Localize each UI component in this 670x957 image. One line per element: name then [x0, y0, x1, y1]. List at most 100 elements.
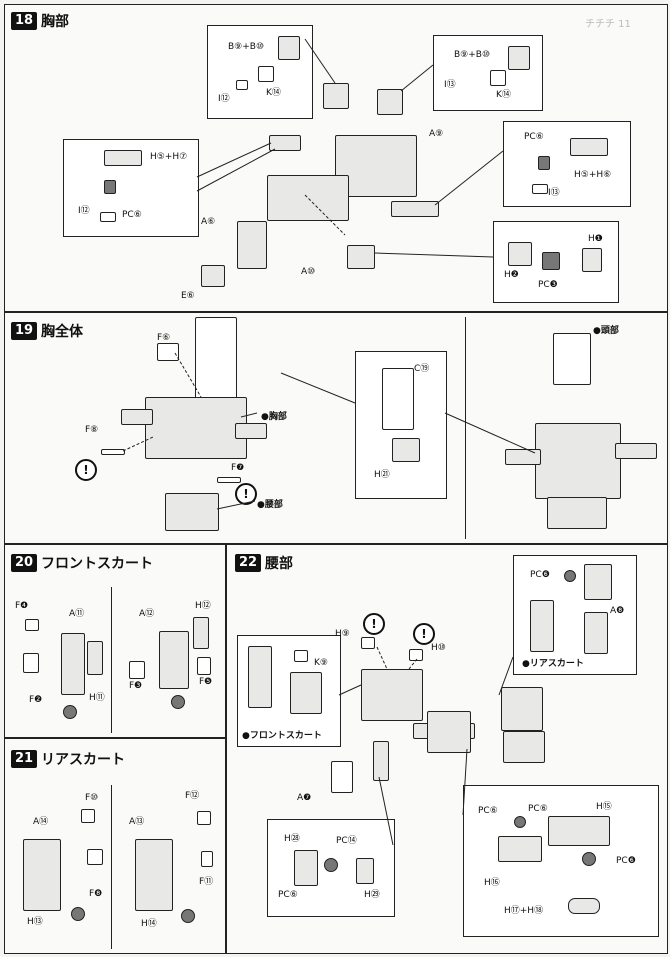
- label-chest: ●胸部: [261, 412, 287, 422]
- front-skirt-right: [290, 672, 322, 714]
- inset-head-connector-left: B⑨+B⑩ I⑫ K⑭: [207, 25, 313, 119]
- step-18-header: 18 胸部: [11, 11, 69, 31]
- chest-under-piece: [347, 245, 375, 269]
- step-21-title: リアスカート: [41, 752, 125, 768]
- chest-lower-piece: [201, 265, 225, 287]
- divider: [465, 317, 466, 539]
- head-unit: [553, 333, 591, 385]
- step-21-panel: 21 リアスカート F⑩ A⑭ F❽ H⑬ F⑫ A⑬ F⑪ H⑭: [4, 738, 226, 954]
- chest-plate: [267, 175, 349, 221]
- part-h10: [409, 649, 423, 661]
- label-h10: H⑩: [431, 643, 446, 653]
- part-k: [294, 650, 308, 662]
- label-k: K⑭: [496, 90, 511, 100]
- label-e: E⑥: [181, 291, 195, 301]
- step-20-header: 20 フロントスカート: [11, 553, 153, 573]
- label-head: ●頭部: [593, 326, 619, 336]
- part-b: [508, 46, 530, 70]
- part-k: [258, 66, 274, 82]
- label-i: I⑫: [78, 206, 90, 216]
- label-f2: F❷: [29, 695, 43, 705]
- pc-piece: [181, 909, 195, 923]
- ghost-text: チチチ 11: [585, 19, 631, 30]
- label-a13: A⑬: [129, 817, 145, 827]
- rear-skirt-right: [584, 612, 608, 654]
- skirt-part: [584, 564, 612, 600]
- label-h16: H⑯: [484, 878, 500, 888]
- label-a7: A❼: [297, 793, 312, 803]
- joint-part-right: [356, 858, 374, 884]
- label-b: B⑨+B⑩: [454, 50, 491, 60]
- label-a10: A⑩: [301, 267, 316, 277]
- full-chest: [535, 423, 621, 499]
- chest-joint-right: [391, 201, 439, 217]
- label-f8: F⑧: [85, 425, 99, 435]
- inset-hip-joint-right: PC⑥ PC⑥ H⑮ PC❻ H⑯ H⑰+H⑱: [463, 785, 659, 937]
- step-18-title: 胸部: [41, 14, 69, 30]
- part-h: [104, 150, 142, 166]
- cannon-right: [615, 443, 657, 459]
- part-i: [100, 212, 116, 222]
- label-h9: H⑨: [335, 629, 350, 639]
- rear-skirt-left: [530, 600, 554, 652]
- part-f2: [23, 653, 39, 673]
- inset-hip-joint-left: H㉘ PC⑭ PC⑥ H㉙: [267, 819, 395, 917]
- inset-front-skirt: K⑨ ●フロントスカート: [237, 635, 341, 747]
- label-h: H㉑: [374, 470, 390, 480]
- cannon-left: [505, 449, 541, 465]
- label-a11: A⑪: [69, 609, 85, 619]
- part-a13: [135, 839, 173, 911]
- part-f11: [201, 851, 213, 867]
- head-socket-left: [323, 83, 349, 109]
- step-22-number: 22: [235, 554, 261, 572]
- hip-bracket: [498, 836, 542, 862]
- label-pc: PC⑥: [528, 804, 548, 814]
- label-f4: F❹: [15, 601, 29, 611]
- shoulder-cannon-right: [235, 423, 267, 439]
- label-h: H⑤+H⑥: [574, 170, 612, 180]
- label-i: I⑫: [218, 94, 230, 104]
- divider: [111, 587, 112, 733]
- part-pc: [542, 252, 560, 270]
- divider: [111, 785, 112, 949]
- label-i: I⑬: [444, 80, 456, 90]
- label-pc: PC⑥: [524, 132, 544, 142]
- warning-icon: !: [75, 459, 97, 481]
- inset-head-connector-right: B⑨+B⑩ I⑬ K⑭: [433, 35, 543, 111]
- step-18-panel: 18 胸部 チチチ 11 B⑨+B⑩ I⑫ K⑭ B⑨+B⑩ I⑬ K⑭ H⑤+…: [4, 4, 668, 312]
- label-c: C⑲: [414, 364, 430, 374]
- inset-shoulder-joint-right: PC⑥ H⑤+H⑥ I⑬: [503, 121, 631, 207]
- label-rear-skirt: ●リアスカート: [522, 659, 584, 669]
- label-waist: ●腰部: [257, 500, 283, 510]
- part-b: [278, 36, 300, 60]
- chest-assembly: [145, 397, 247, 459]
- label-f7: F❼: [231, 463, 245, 473]
- label-k: K⑭: [266, 88, 281, 98]
- small-piece-f8: [101, 449, 125, 455]
- label-h: H㉘: [284, 834, 300, 844]
- step-19-header: 19 胸全体: [11, 321, 83, 341]
- part-pc: [104, 180, 116, 194]
- pc-piece: [63, 705, 77, 719]
- backpack-part-h: [392, 438, 420, 462]
- full-waist: [547, 497, 607, 529]
- label-pc: PC❸: [538, 280, 558, 290]
- part-a11: [61, 633, 85, 695]
- waist-frame: [361, 669, 423, 721]
- part-a14: [23, 839, 61, 911]
- label-pc: PC⑥: [478, 806, 498, 816]
- label-f5: F❺: [199, 677, 213, 687]
- part-f8: [87, 849, 103, 865]
- label-front-skirt: ●フロントスカート: [242, 731, 322, 741]
- head-socket-right: [377, 89, 403, 115]
- inset-backpack-detail: C⑲ H㉑: [355, 351, 447, 499]
- part-f10: [81, 809, 95, 823]
- label-pc: PC⑭: [336, 836, 357, 846]
- waist-side-piece: [503, 731, 545, 763]
- inset-rear-skirt: PC❻ A❽ ●リアスカート: [513, 555, 637, 675]
- small-piece-f7: [217, 477, 241, 483]
- part-pc: [538, 156, 550, 170]
- chest-joint-left: [269, 135, 301, 151]
- shoulder-cannon-left: [121, 409, 153, 425]
